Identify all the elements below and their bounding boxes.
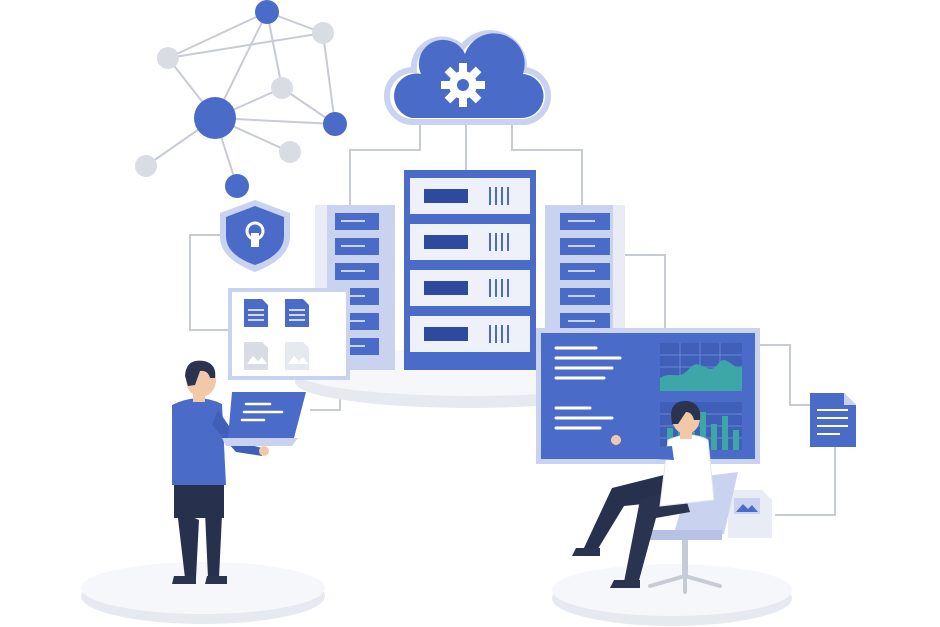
image-file-icon — [244, 342, 268, 370]
area-chart-widget — [660, 343, 742, 391]
document-icon — [285, 299, 309, 327]
seated-person — [572, 400, 715, 588]
document-icon — [810, 393, 856, 447]
floor-disk-left — [81, 562, 325, 624]
standing-person — [172, 360, 306, 584]
server-rack-center — [404, 170, 536, 370]
laptop-icon — [222, 392, 306, 446]
cloud-gear-icon — [384, 30, 551, 126]
image-file-icon — [728, 490, 772, 538]
gear-icon — [441, 63, 485, 107]
document-icon — [244, 299, 268, 327]
analytics-monitor — [536, 328, 760, 464]
network-graph-icon — [135, 0, 347, 198]
floor-disk-right — [552, 564, 792, 626]
file-panel — [228, 288, 350, 380]
image-file-icon — [285, 342, 309, 370]
lock-icon — [245, 221, 265, 247]
security-shield-icon — [220, 200, 290, 272]
